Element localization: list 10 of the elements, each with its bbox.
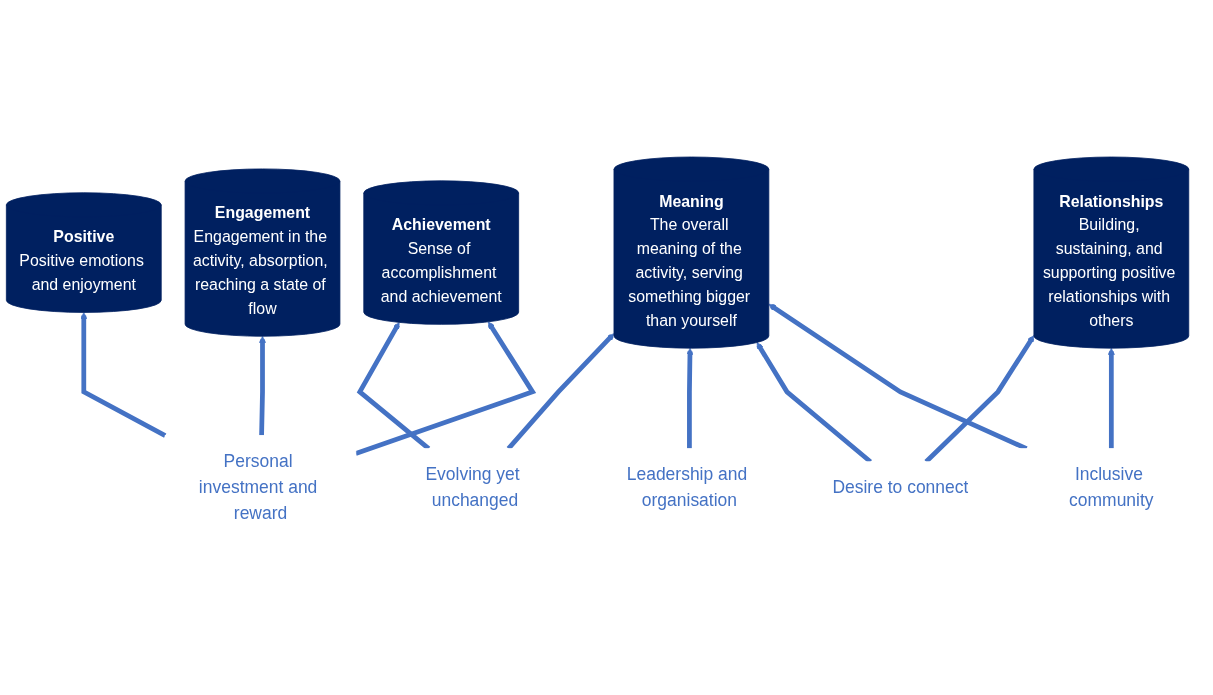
node-text: Desire to connect	[832, 476, 969, 497]
node-text: Inclusive community	[1069, 463, 1154, 510]
node-text: Evolving yet unchanged	[425, 463, 520, 510]
node-text: Leadership and organisation	[626, 463, 748, 510]
arrow	[686, 347, 694, 449]
arrow	[1107, 347, 1115, 449]
arrow	[355, 321, 537, 456]
arrow	[80, 312, 167, 438]
arrow	[259, 335, 266, 436]
node-text: Personal investment and reward	[198, 450, 318, 523]
